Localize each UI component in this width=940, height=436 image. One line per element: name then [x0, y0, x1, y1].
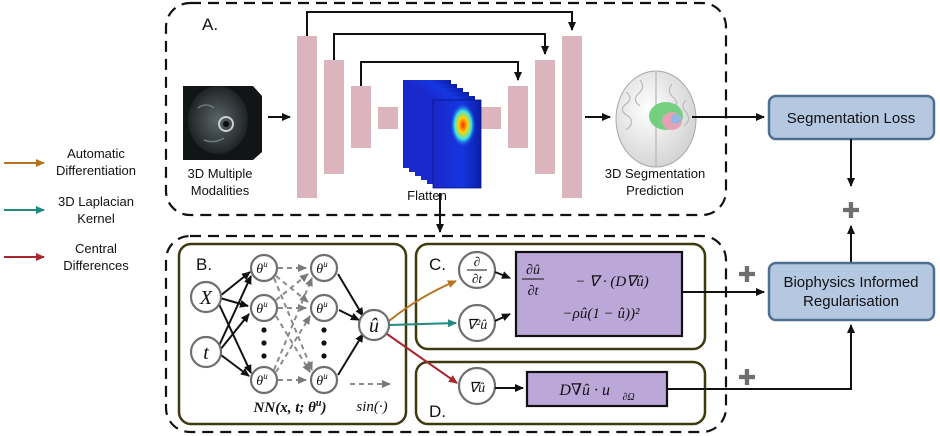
mri-input-image — [183, 86, 262, 160]
input-node-x — [189, 280, 223, 314]
panel-b-border — [177, 242, 408, 426]
skip-connection-3 — [360, 61, 522, 86]
panel-c-border — [414, 242, 707, 351]
decoder-block-1 — [562, 36, 582, 198]
time-derivative-den: ∂t — [472, 271, 482, 286]
panel-c-label: C. — [429, 255, 446, 274]
panel-a-border — [164, 1, 728, 217]
svg-text:θu: θu — [256, 259, 268, 277]
boundary-to-reg-arrow — [667, 324, 855, 390]
biophysics-label-line1: Biophysics Informed — [783, 274, 918, 291]
legend-laplacian-line1: 3D Laplacian — [58, 194, 134, 209]
laplacian-kernel-arrow — [388, 319, 457, 328]
svg-text:θu: θu — [316, 299, 328, 317]
panel-a-label: A. — [202, 15, 218, 34]
gradient-label: ∇û — [469, 381, 485, 396]
panel-d-border — [414, 360, 707, 426]
pde-residual-box — [514, 250, 684, 338]
prediction-label-line1: 3D Segmentation — [605, 166, 705, 181]
legend-central-line2: Differences — [63, 258, 129, 273]
encoder-block-3 — [351, 86, 371, 148]
plus-icon-pde: ✚ — [738, 262, 756, 287]
hidden-node: θu — [249, 293, 279, 323]
nn-caption: NN(x, t; θu) — [253, 398, 327, 416]
brain-prediction-image — [615, 70, 697, 168]
laplacian-label: ∇²û — [467, 318, 488, 333]
laplacian-node — [457, 303, 497, 343]
legend-auto-diff-line1: Automatic — [67, 146, 125, 161]
legend-laplacian-line2: Kernel — [77, 211, 115, 226]
legend: Automatic Differentiation 3D Laplacian K… — [4, 146, 136, 273]
svg-text:θu: θu — [316, 259, 328, 277]
svg-text:θu: θu — [316, 371, 328, 389]
gradient-node — [457, 366, 497, 406]
prediction-label-line2: Prediction — [626, 183, 684, 198]
legend-auto-diff-line2: Differentiation — [56, 163, 136, 178]
hidden-node: θu — [249, 253, 279, 283]
decoder-block-2 — [535, 60, 555, 174]
time-derivative-num: ∂ — [474, 254, 480, 269]
input-node-t — [189, 335, 223, 369]
svg-text:θu: θu — [256, 371, 268, 389]
encoder-block-2 — [324, 60, 344, 174]
encoder-block-1 — [297, 36, 317, 198]
hidden-node: θu — [309, 253, 339, 283]
biophysics-label-line2: Regularisation — [803, 293, 899, 310]
decoder-block-3 — [508, 86, 528, 148]
laplacian-to-pde-arrow — [494, 313, 511, 322]
dt-to-pde-arrow — [494, 271, 511, 279]
input-label-line2: Modalities — [191, 183, 250, 198]
boundary-expr: D∇û · u⃗∂Ω — [558, 382, 634, 403]
plus-icon-total: ✚ — [842, 198, 860, 223]
auto-diff-arrow — [388, 280, 457, 322]
boundary-condition-box — [525, 370, 669, 408]
input-node-x-label: X — [199, 287, 213, 309]
svg-text:θu: θu — [256, 299, 268, 317]
biophysics-regularisation-box — [767, 261, 936, 322]
bottleneck-block-right — [481, 107, 501, 129]
skip-connection-2 — [333, 33, 549, 60]
unet: Flatten — [297, 11, 582, 203]
plus-icon-boundary: ✚ — [738, 365, 756, 390]
flatten-label: Flatten — [407, 188, 447, 203]
pde-frac-num: ∂û — [526, 263, 540, 278]
panel-b-label: B. — [196, 255, 212, 274]
latent-feature-maps — [403, 80, 482, 189]
panel-d-label: D. — [429, 402, 446, 421]
sin-activation-label: sin(·) — [356, 399, 387, 415]
neural-network: X t θu θu θu θu θu — [189, 253, 391, 416]
hidden-node: θu — [249, 365, 279, 395]
hidden-node-ellipsis — [321, 327, 327, 359]
lower-panel-border — [164, 234, 728, 434]
central-differences-arrow — [386, 333, 458, 384]
pde-term-1: − ∇ · (D∇û) — [575, 274, 649, 290]
hidden-node: θu — [309, 365, 339, 395]
output-node-u-label: û — [369, 315, 379, 337]
input-label-line1: 3D Multiple — [187, 166, 252, 181]
hidden-node: θu — [309, 293, 339, 323]
input-node-t-label: t — [203, 342, 209, 364]
pde-term-2: −ρû(1 − û))² — [563, 306, 640, 322]
legend-central-line1: Central — [75, 241, 117, 256]
pde-frac-den: ∂t — [528, 284, 540, 299]
hidden-node-ellipsis — [261, 327, 267, 359]
skip-connection-1 — [306, 11, 576, 36]
segmentation-loss-label: Segmentation Loss — [787, 110, 915, 127]
bottleneck-block-left — [378, 107, 398, 129]
